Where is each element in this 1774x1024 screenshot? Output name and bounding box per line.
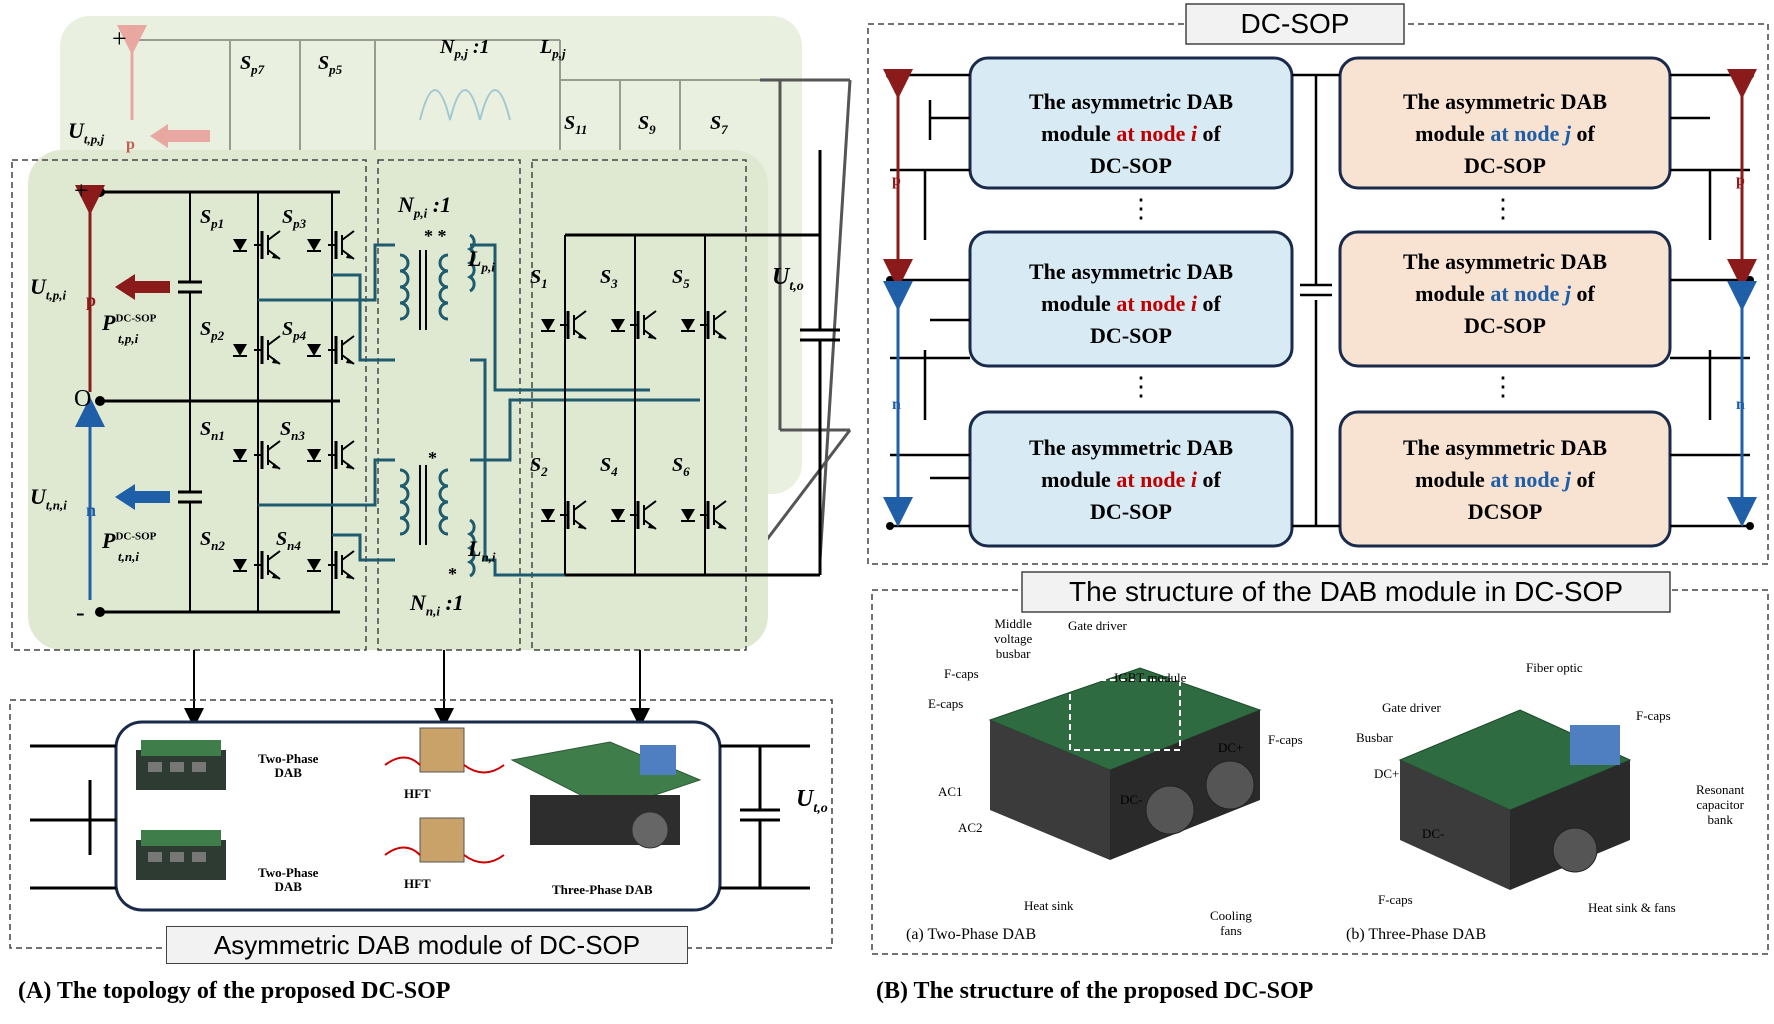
front-module-bg bbox=[28, 150, 768, 650]
transformer-bottom: * * bbox=[399, 448, 476, 584]
photo-hft-1 bbox=[384, 727, 505, 774]
photo-two-phase-dab-2 bbox=[136, 830, 226, 880]
module-j-2 bbox=[1338, 230, 1672, 368]
photo-three-phase-structure bbox=[1398, 709, 1632, 890]
svg-text:* *: * * bbox=[424, 226, 447, 246]
primary-dashed-box bbox=[11, 159, 367, 651]
hft-dashed-box bbox=[377, 159, 521, 651]
power-arrow-p bbox=[115, 274, 170, 300]
photo-two-phase-dab-1 bbox=[136, 740, 226, 790]
module-i-2 bbox=[968, 230, 1294, 368]
teal-wires bbox=[258, 243, 700, 577]
svg-text:*: * bbox=[428, 448, 437, 468]
photo-three-phase-dab bbox=[510, 741, 702, 849]
module-i-3 bbox=[968, 410, 1294, 548]
power-arrow-back bbox=[150, 124, 210, 148]
photo-hft-2 bbox=[384, 817, 505, 864]
module-j-1 bbox=[1338, 56, 1672, 190]
module-j-3 bbox=[1338, 410, 1672, 548]
svg-text:*: * bbox=[448, 564, 457, 584]
node-minus bbox=[95, 607, 105, 617]
structure-title-box bbox=[1021, 571, 1671, 613]
module-i-1 bbox=[968, 56, 1294, 190]
power-arrow-n bbox=[115, 484, 170, 510]
node-plus bbox=[95, 187, 105, 197]
dc-sop-title-box bbox=[1185, 3, 1405, 45]
photo-two-phase-structure bbox=[988, 667, 1262, 860]
transformer-top: * * bbox=[399, 226, 476, 330]
node-zero bbox=[95, 396, 105, 406]
perspective-line-1 bbox=[818, 79, 852, 561]
back-module-circuit bbox=[132, 39, 760, 160]
